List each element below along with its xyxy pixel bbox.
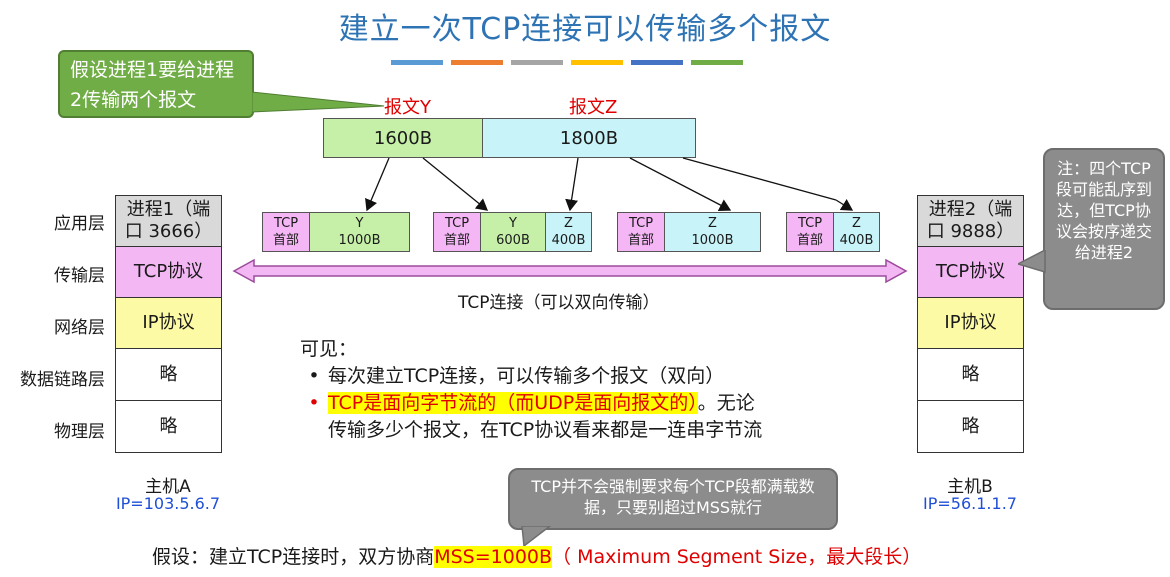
host-b-network: IP协议 xyxy=(917,297,1024,349)
notes-bullet-2-highlight: TCP是面向字节流的（而UDP是面向报文的） xyxy=(328,392,698,414)
host-a-network: IP协议 xyxy=(115,297,222,349)
bullet-dot: • xyxy=(308,365,320,387)
segment-data-message: Z xyxy=(564,216,573,231)
layer-label-network: 网络层 xyxy=(54,318,105,338)
segment-header-line1: TCP xyxy=(797,216,823,231)
title-bar-4 xyxy=(571,60,623,65)
segment-data-message: Y xyxy=(355,216,364,231)
segment-header-line1: TCP xyxy=(628,216,654,231)
segment-3-header: TCP 首部 xyxy=(617,212,665,252)
title-bar-1 xyxy=(391,60,443,65)
title-bar-6 xyxy=(691,60,743,65)
notes-intro: 可见： xyxy=(300,338,358,360)
segment-header-line2: 首部 xyxy=(443,233,470,248)
segment-1-header: TCP 首部 xyxy=(262,212,310,252)
segment-header-line1: TCP xyxy=(444,216,470,231)
mss-callout: TCP并不会强制要求每个TCP段都满载数据，只要别超过MSS就行 xyxy=(508,468,838,530)
host-a-transport: TCP协议 xyxy=(115,246,222,298)
segment-data-message: Y xyxy=(509,216,517,231)
tcp-connection-label: TCP连接（可以双向传输） xyxy=(458,293,660,313)
layer-label-datalink: 数据链路层 xyxy=(20,370,105,390)
notes-bullet-2-line2: 传输多少个报文，在TCP协议看来都是一连串字节流 xyxy=(328,419,763,441)
notes-bullet-2-rest: 。无论 xyxy=(697,392,755,414)
segment-3-data-z: Z 1000B xyxy=(664,212,761,252)
notes-bullet-2: • TCP是面向字节流的（而UDP是面向报文的）。无论 传输多少个报文，在TCP… xyxy=(300,390,860,444)
segment-data-size: 1000B xyxy=(338,233,381,248)
segment-header-line2: 首部 xyxy=(627,233,654,248)
mss-value: MSS=1000B xyxy=(434,546,553,568)
order-callout-tail xyxy=(1018,250,1046,274)
message-y-label: 报文Y xyxy=(384,97,431,118)
mss-definition: （ Maximum Segment Size，最大段长） xyxy=(552,546,922,568)
segment-4-data-z: Z 400B xyxy=(833,212,880,252)
title-bar-2 xyxy=(451,60,503,65)
segment-4-header: TCP 首部 xyxy=(786,212,834,252)
segment-2-data-z: Z 400B xyxy=(545,212,592,252)
host-a-datalink: 略 xyxy=(115,348,222,401)
message-y-box: 1600B xyxy=(323,118,483,158)
segment-header-line2: 首部 xyxy=(796,233,823,248)
segmentation-arrows xyxy=(365,157,854,212)
segment-header-line2: 首部 xyxy=(272,233,299,248)
segment-2-data-y: Y 600B xyxy=(480,212,546,252)
message-z-box: 1800B xyxy=(482,118,696,158)
host-b-physical: 略 xyxy=(917,400,1024,453)
segment-data-size: 1000B xyxy=(691,233,734,248)
host-b-datalink: 略 xyxy=(917,348,1024,401)
order-callout-text: 注：四个TCP段可能乱序到达，但TCP协议会按序递交给进程2 xyxy=(1055,159,1152,262)
layer-label-physical: 物理层 xyxy=(54,422,105,442)
tcp-connection-double-arrow xyxy=(232,258,908,284)
bottom-prefix: 假设：建立TCP连接时，双方协商 xyxy=(152,546,435,568)
page-title: 建立一次TCP连接可以传输多个报文 xyxy=(338,12,832,47)
title-bar-5 xyxy=(631,60,683,65)
message-z-label: 报文Z xyxy=(569,97,618,118)
host-a-process: 进程1（端口 3666） xyxy=(115,195,222,247)
notes: 可见： • 每次建立TCP连接，可以传输多个报文（双向） • TCP是面向字节流… xyxy=(300,336,860,444)
host-a-physical: 略 xyxy=(115,400,222,453)
notes-bullet-1: • 每次建立TCP连接，可以传输多个报文（双向） xyxy=(300,363,860,390)
bottom-assumption: 假设：建立TCP连接时，双方协商MSS=1000B（ Maximum Segme… xyxy=(152,542,921,569)
segment-data-size: 400B xyxy=(839,233,874,248)
layer-label-application: 应用层 xyxy=(54,214,105,234)
mss-callout-text: TCP并不会强制要求每个TCP段都满载数据，只要别超过MSS就行 xyxy=(531,477,815,517)
segment-2-header: TCP 首部 xyxy=(433,212,481,252)
notes-bullet-1-text: 每次建立TCP连接，可以传输多个报文（双向） xyxy=(328,365,725,387)
order-callout: 注：四个TCP段可能乱序到达，但TCP协议会按序递交给进程2 xyxy=(1043,148,1165,310)
segment-data-message: Z xyxy=(708,216,717,231)
mss-callout-tail xyxy=(521,526,552,548)
host-a-name: 主机A xyxy=(145,477,191,497)
segment-data-message: Z xyxy=(852,216,861,231)
host-b-name: 主机B xyxy=(947,477,993,497)
host-b-ip: IP=56.1.1.7 xyxy=(923,494,1017,513)
host-a-ip: IP=103.5.6.7 xyxy=(115,494,221,513)
host-b-transport: TCP协议 xyxy=(917,246,1024,298)
segment-data-size: 400B xyxy=(551,233,586,248)
assumption-callout: 假设进程1要给进程2传输两个报文 xyxy=(58,50,254,118)
segment-header-line1: TCP xyxy=(273,216,299,231)
layer-label-transport: 传输层 xyxy=(54,266,105,286)
host-b-process: 进程2（端口 9888） xyxy=(917,195,1024,247)
segment-data-size: 600B xyxy=(496,233,530,248)
bullet-dot-red: • xyxy=(308,392,320,414)
assumption-callout-tail xyxy=(252,91,385,113)
segment-1-data-y: Y 1000B xyxy=(309,212,410,252)
title-bar-3 xyxy=(511,60,563,65)
